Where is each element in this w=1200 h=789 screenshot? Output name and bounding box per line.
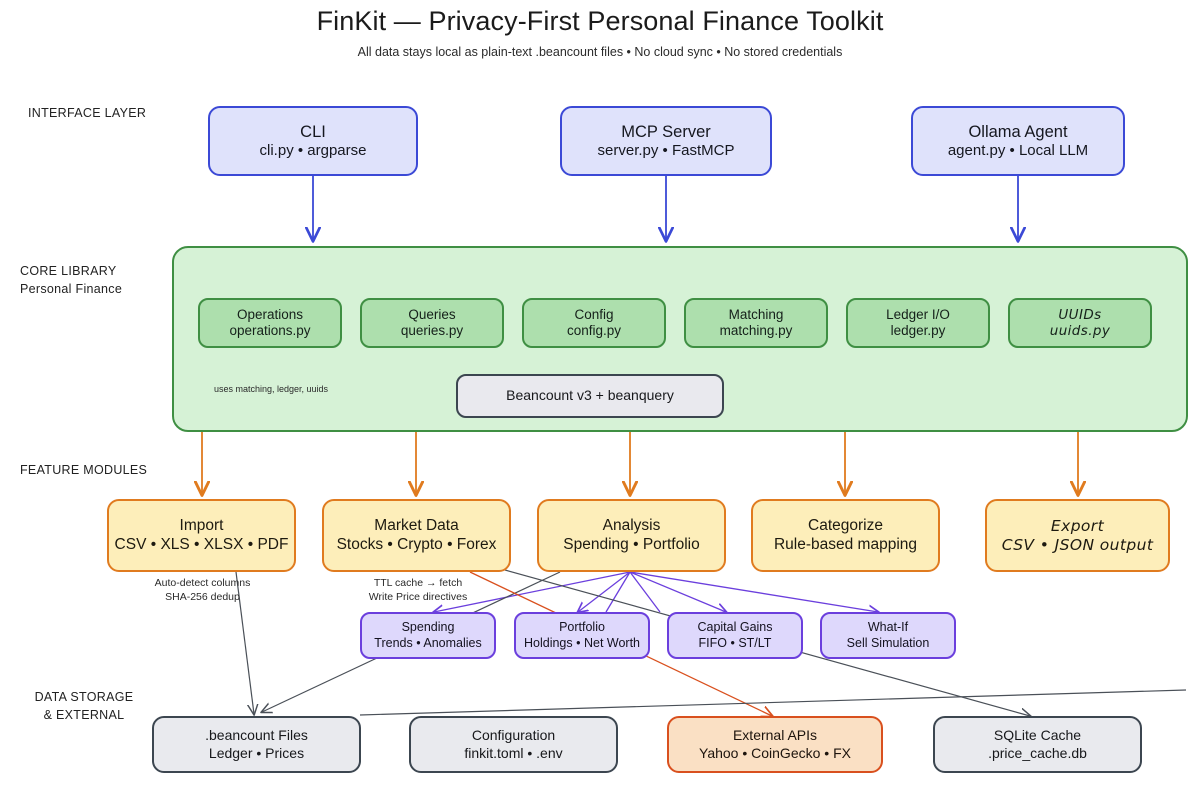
node-portfolio-subtitle: Holdings • Net Worth — [524, 635, 640, 650]
node-market-data-title: Market Data — [374, 516, 459, 534]
annotation-operations-uses: uses matching, ledger, uuids — [213, 384, 329, 394]
layer-label-features: FEATURE MODULES — [20, 463, 148, 477]
node-import-subtitle: CSV • XLS • XLSX • PDF — [114, 535, 289, 553]
node-beancount-dependency[interactable]: Beancount v3 + beanquery — [456, 374, 724, 418]
node-operations-title: Operations — [236, 306, 304, 322]
node-ollama-agent[interactable]: Ollama Agent agent.py • Local LLM — [911, 106, 1125, 176]
node-configuration-title: Configuration — [471, 727, 556, 744]
node-capital-gains-title: Capital Gains — [697, 620, 773, 635]
layer-label-core-line1: CORE LIBRARY — [20, 264, 117, 278]
node-uuids-title: UUIDs — [1058, 306, 1102, 323]
node-export-title: Export — [1050, 516, 1105, 535]
node-analysis-subtitle: Spending • Portfolio — [563, 535, 700, 553]
layer-label-interface: INTERFACE LAYER — [28, 106, 147, 120]
node-ledger-io[interactable]: Ledger I/O ledger.py — [846, 298, 990, 348]
node-queries-title: Queries — [408, 306, 456, 322]
node-matching[interactable]: Matching matching.py — [684, 298, 828, 348]
node-what-if[interactable]: What-If Sell Simulation — [820, 612, 956, 659]
node-categorize[interactable]: Categorize Rule-based mapping — [751, 499, 940, 572]
layer-label-storage-line2: & EXTERNAL — [43, 708, 125, 723]
node-market-data-subtitle: Stocks • Crypto • Forex — [336, 535, 497, 553]
node-matching-subtitle: matching.py — [719, 323, 793, 338]
node-config-title: Config — [574, 306, 614, 322]
node-config-subtitle: config.py — [566, 323, 622, 338]
layer-label-core: CORE LIBRARY Personal Finance — [20, 262, 122, 298]
node-capital-gains-subtitle: FIFO • ST/LT — [698, 635, 772, 650]
layer-label-storage: DATA STORAGE & EXTERNAL — [14, 688, 154, 724]
node-config[interactable]: Config config.py — [522, 298, 666, 348]
node-external-apis[interactable]: External APIs Yahoo • CoinGecko • FX — [667, 716, 883, 773]
annotation-import-line2: SHA-256 dedup — [165, 591, 240, 604]
node-operations[interactable]: Operations operations.py — [198, 298, 342, 348]
annotation-market-data-line1: TTL cache → fetch — [373, 577, 463, 589]
node-matching-title: Matching — [728, 306, 784, 322]
node-categorize-title: Categorize — [808, 516, 883, 534]
layer-label-core-line2: Personal Finance — [20, 282, 123, 297]
layer-label-storage-line1: DATA STORAGE — [34, 690, 134, 704]
node-external-apis-subtitle: Yahoo • CoinGecko • FX — [699, 744, 851, 761]
node-categorize-subtitle: Rule-based mapping — [773, 535, 918, 553]
node-beancount-files-title: .beancount Files — [205, 727, 308, 744]
node-beancount-files[interactable]: .beancount Files Ledger • Prices — [152, 716, 361, 773]
node-beancount-files-subtitle: Ledger • Prices — [208, 744, 305, 761]
node-uuids-subtitle: uuids.py — [1049, 323, 1111, 339]
node-ollama-agent-title: Ollama Agent — [968, 122, 1068, 141]
node-configuration-subtitle: finkit.toml • .env — [464, 744, 563, 761]
node-mcp-server[interactable]: MCP Server server.py • FastMCP — [560, 106, 772, 176]
node-spending-title: Spending — [401, 620, 455, 635]
node-import[interactable]: Import CSV • XLS • XLSX • PDF — [107, 499, 296, 572]
node-queries-subtitle: queries.py — [400, 323, 464, 338]
node-export-subtitle: CSV • JSON output — [1001, 535, 1154, 554]
node-cli[interactable]: CLI cli.py • argparse — [208, 106, 418, 176]
node-what-if-title: What-If — [867, 620, 909, 635]
page-title: FinKit — Privacy-First Personal Finance … — [316, 6, 884, 36]
node-sqlite-cache-title: SQLite Cache — [993, 727, 1082, 744]
node-market-data[interactable]: Market Data Stocks • Crypto • Forex — [322, 499, 511, 572]
node-spending[interactable]: Spending Trends • Anomalies — [360, 612, 496, 659]
annotation-import-line1: Auto-detect columns — [154, 577, 251, 589]
annotation-market-data: TTL cache → fetch Write Price directives — [318, 576, 518, 604]
annotation-market-data-line2: Write Price directives — [368, 591, 468, 604]
node-operations-subtitle: operations.py — [229, 323, 311, 338]
node-what-if-subtitle: Sell Simulation — [846, 635, 930, 650]
node-ollama-agent-subtitle: agent.py • Local LLM — [947, 141, 1089, 159]
node-cli-subtitle: cli.py • argparse — [259, 141, 367, 159]
page-subtitle: All data stays local as plain-text .bean… — [357, 45, 843, 59]
node-queries[interactable]: Queries queries.py — [360, 298, 504, 348]
node-ledger-io-subtitle: ledger.py — [890, 323, 946, 338]
node-sqlite-cache-subtitle: .price_cache.db — [988, 744, 1087, 761]
node-cli-title: CLI — [300, 122, 326, 141]
node-ledger-io-title: Ledger I/O — [886, 306, 950, 322]
node-analysis-title: Analysis — [602, 516, 661, 534]
node-spending-subtitle: Trends • Anomalies — [374, 635, 482, 650]
node-configuration[interactable]: Configuration finkit.toml • .env — [409, 716, 618, 773]
node-mcp-server-title: MCP Server — [621, 122, 711, 141]
node-external-apis-title: External APIs — [732, 727, 818, 744]
node-uuids[interactable]: UUIDs uuids.py — [1008, 298, 1152, 348]
node-beancount-title: Beancount v3 + beanquery — [506, 387, 674, 404]
node-capital-gains[interactable]: Capital Gains FIFO • ST/LT — [667, 612, 803, 659]
node-import-title: Import — [179, 516, 224, 534]
annotation-import: Auto-detect columns SHA-256 dedup — [100, 576, 305, 604]
node-export[interactable]: Export CSV • JSON output — [985, 499, 1170, 572]
node-mcp-server-subtitle: server.py • FastMCP — [597, 141, 735, 159]
node-analysis[interactable]: Analysis Spending • Portfolio — [537, 499, 726, 572]
node-sqlite-cache[interactable]: SQLite Cache .price_cache.db — [933, 716, 1142, 773]
node-portfolio[interactable]: Portfolio Holdings • Net Worth — [514, 612, 650, 659]
node-portfolio-title: Portfolio — [559, 620, 605, 635]
